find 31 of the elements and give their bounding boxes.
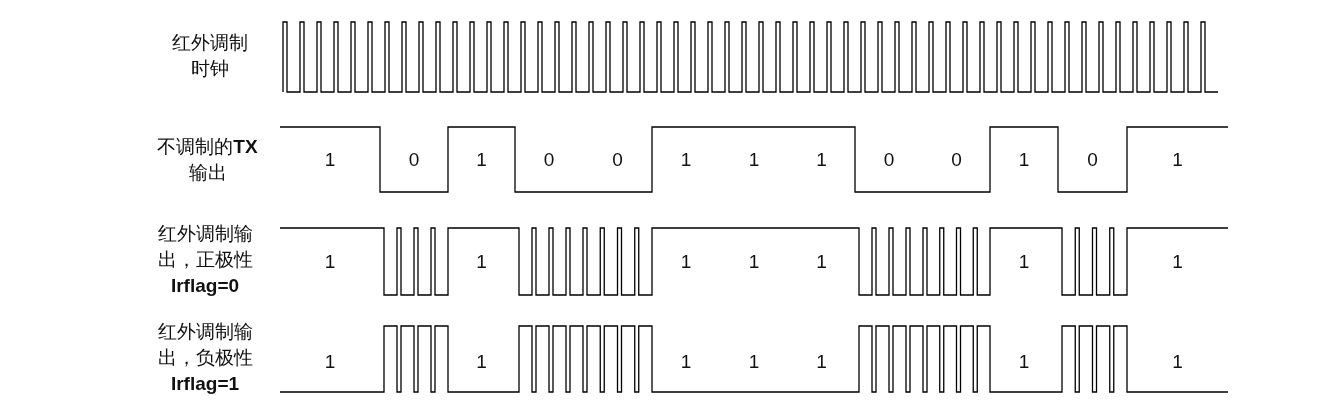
bit-value: 1 <box>747 149 761 171</box>
bit-value: 0 <box>950 149 963 171</box>
signal-name: 不调制的TX输出 <box>156 135 259 185</box>
bit-value: 1 <box>1171 351 1184 373</box>
bit-value: 1 <box>1171 149 1184 171</box>
bit-value: 1 <box>1171 251 1184 273</box>
signal-name: 红外调制输出，负极性Irflag=1 <box>156 320 254 396</box>
bit-value: 1 <box>679 149 693 171</box>
bit-value: 0 <box>1086 149 1099 171</box>
bit-value: 0 <box>542 149 556 171</box>
bit-value: 0 <box>407 149 421 171</box>
bit-value: 1 <box>747 351 761 373</box>
bit-value: 1 <box>1017 351 1031 373</box>
bit-value: 1 <box>815 251 828 273</box>
bit-value: 1 <box>323 251 337 273</box>
signal-name: 红外调制时钟 <box>171 31 249 81</box>
bit-value: 1 <box>815 149 828 171</box>
bit-value: 1 <box>1017 251 1031 273</box>
bit-value: 1 <box>475 149 488 171</box>
bit-value: 1 <box>323 351 337 373</box>
bit-value: 1 <box>1017 149 1031 171</box>
bit-value: 1 <box>475 351 488 373</box>
signal-name: 红外调制输出，正极性Irflag=0 <box>156 222 254 298</box>
bit-value: 1 <box>679 351 693 373</box>
bit-value: 0 <box>882 149 896 171</box>
bit-value: 0 <box>611 149 624 171</box>
bit-value: 1 <box>323 149 337 171</box>
bit-value: 1 <box>475 251 488 273</box>
bit-value: 1 <box>747 251 761 273</box>
bit-value: 1 <box>679 251 693 273</box>
bit-value: 1 <box>815 351 828 373</box>
